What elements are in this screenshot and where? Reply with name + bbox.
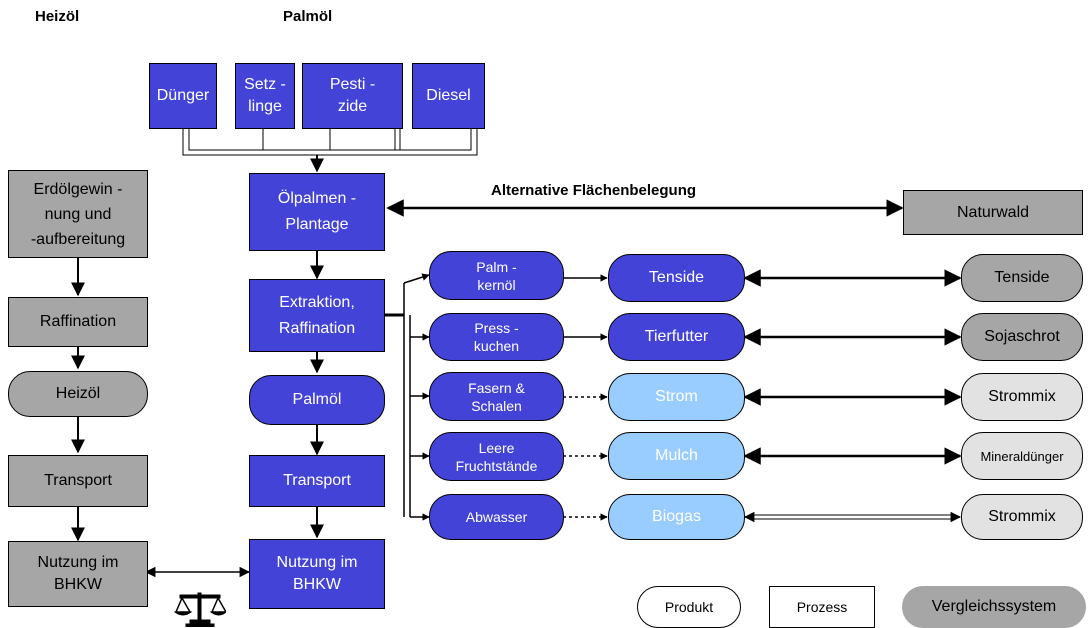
alternative-label: Alternative Flächenbelegung [491,182,697,199]
bhkw-palmoel-process: Nutzung im BHKW [249,539,385,609]
transport-palmoel-process: Transport [249,455,385,507]
input-diesel: Diesel [412,63,485,129]
legend-comparison: Vergleichssystem [902,586,1086,628]
compare-strommix-2: Strommix [961,494,1083,540]
legend-product: Produkt [637,586,741,628]
use-biogas: Biogas [608,494,745,540]
bhkw-heizoel-process: Nutzung im BHKW [8,541,148,607]
naturwald-comparison: Naturwald [903,190,1083,235]
compare-mineralduenger: Mineraldünger [961,432,1083,480]
use-strom: Strom [608,373,745,421]
input-pestizide: Pesti - zide [302,63,403,129]
use-tenside: Tenside [608,254,745,302]
compare-strommix-1: Strommix [961,373,1083,421]
plantage-process: Ölpalmen - Plantage [249,173,385,251]
use-tierfutter: Tierfutter [608,313,745,361]
extraktion-process: Extraktion, Raffination [249,279,385,352]
header-palmoel: Palmöl [283,8,333,25]
compare-tenside: Tenside [961,254,1083,302]
byproduct-fruchtstaende: Leere Fruchtstände [429,432,564,481]
raffination-process: Raffination [8,297,148,347]
byproduct-presskuchen: Press - kuchen [429,313,564,361]
byproduct-palmkernoel: Palm - kernöl [429,251,564,300]
compare-sojaschrot: Sojaschrot [961,313,1083,361]
header-heizoel: Heizöl [35,8,80,25]
palmoel-product: Palmöl [249,375,385,425]
transport-heizoel-process: Transport [8,455,148,507]
erdoelgewinnung-process: Erdölgewin - nung und -aufbereitung [8,170,148,258]
use-mulch: Mulch [608,432,745,480]
heizoel-product: Heizöl [8,371,148,417]
byproduct-abwasser: Abwasser [429,494,564,540]
input-duenger: Dünger [149,63,217,129]
byproduct-fasern: Fasern & Schalen [429,372,564,421]
legend-process: Prozess [769,586,875,628]
balance-scale-icon [174,592,226,627]
input-setzlinge: Setz - linge [235,63,295,129]
